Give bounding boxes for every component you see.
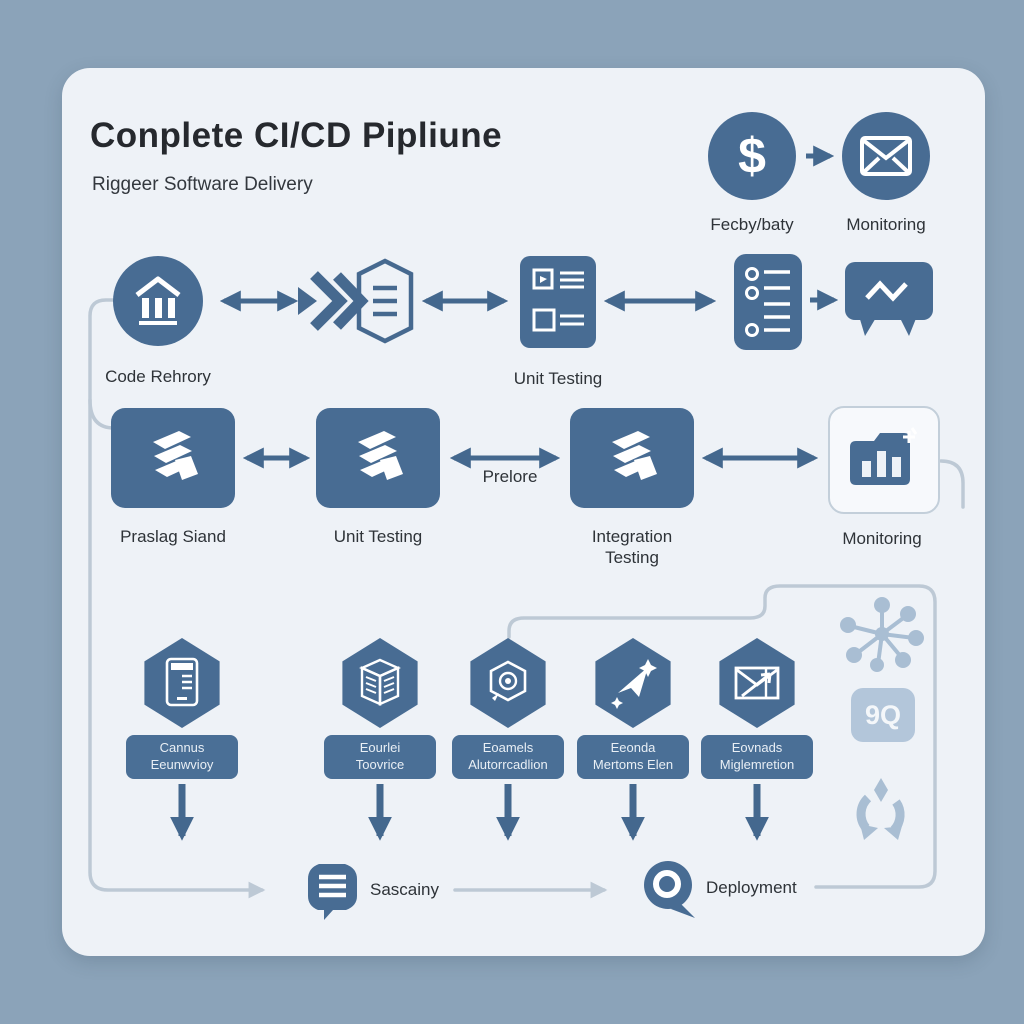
down-arrows: [170, 784, 769, 841]
bullet-list-card-icon: [745, 267, 790, 337]
hexagon-tag-5: Eovnads Miglemretion: [701, 735, 813, 779]
top-monitoring-label: Monitoring: [846, 215, 926, 234]
light-wires: [88, 298, 965, 899]
envelope-icon: [860, 136, 912, 176]
integration-testing-label: Integration Testing: [591, 527, 673, 568]
recycle-icon: [856, 778, 905, 840]
payment-label: Fecby/baty: [710, 215, 794, 234]
unit-testing-row2-label: Unit Testing: [333, 527, 423, 546]
checklist-node: [734, 254, 802, 350]
layer-stack-icon: [612, 431, 657, 480]
unit-testing-row1-node: [520, 256, 596, 348]
hexagon-tag-1: Cannus Eeunwvioy: [126, 735, 238, 779]
page-subtitle: Riggeer Software Delivery: [92, 174, 313, 195]
cube-server-icon: [359, 658, 401, 706]
document-hexagon-icon: [356, 258, 414, 344]
code-repository-node: [113, 256, 203, 346]
layer-stack-icon: [153, 431, 198, 480]
hexagon-tag-3: Eoamels Alutorrcadlion: [452, 735, 564, 779]
tag4-line2: Mertoms Elen: [592, 757, 674, 772]
unit-testing-row2-node: [316, 408, 440, 508]
double-chevron-icon: [298, 271, 369, 331]
deployment-label: Deployment: [706, 878, 797, 897]
tag4-line1: Eeonda: [610, 740, 656, 756]
payment-node: $: [708, 112, 796, 200]
chat-zigzag-icon: [845, 262, 933, 336]
unit-testing-row1-label: Unit Testing: [513, 369, 603, 388]
tag3-line1: Eoamels: [482, 740, 534, 756]
tag1-line2: Eeunwvioy: [150, 757, 214, 772]
security-label: Sascainy: [370, 880, 439, 899]
lens-hexagon-icon: [489, 660, 527, 702]
tag3-line2: Alutorrcadlion: [468, 757, 548, 772]
staging-label: Praslag Siand: [120, 527, 226, 546]
notification-node: [842, 112, 930, 200]
tag1-line1: Cannus: [159, 740, 205, 756]
left-branch-wire: [88, 398, 116, 430]
badge-text: 9Q: [864, 699, 902, 730]
bank-building-icon: [135, 276, 181, 325]
monitoring-node: [828, 406, 940, 514]
code-repository-label: Code Rehrory: [105, 367, 211, 386]
prelore-caption: Prelore: [482, 467, 538, 486]
paper-plane-stars-icon: [611, 659, 657, 709]
tag2-line2: Toovrice: [355, 757, 405, 772]
page-title: Conplete CI/CD Pipliune: [90, 116, 503, 155]
tag2-line1: Eourlei: [359, 740, 401, 756]
envelope-arrow-icon: [734, 666, 780, 700]
checklist-card-icon: [532, 268, 584, 332]
chat-lines-icon: [308, 864, 357, 920]
hexagon-tag-2: Eourlei Toovrice: [324, 735, 436, 779]
left-loop-wire: [88, 298, 266, 899]
folder-chart-icon: [850, 427, 918, 485]
blue-arrows: [219, 145, 839, 469]
staging-node: [111, 408, 235, 508]
dollar-icon: $: [738, 128, 766, 184]
magnifier-bubble-icon: [644, 861, 695, 918]
badge-9q: 9Q: [851, 688, 915, 742]
monitoring-label: Monitoring: [842, 529, 922, 548]
tag5-line2: Miglemretion: [719, 757, 795, 772]
tag5-line1: Eovnads: [731, 740, 783, 756]
tablet-icon: [165, 657, 199, 707]
hexagon-tag-4: Eeonda Mertoms Elen: [577, 735, 689, 779]
integration-testing-node: [570, 408, 694, 508]
diagram-card: [62, 68, 985, 956]
hex-to-right-wire: [507, 584, 937, 889]
layer-stack-icon: [358, 431, 403, 480]
monitoring-stub-wire: [939, 459, 965, 509]
molecule-icon: [840, 597, 924, 672]
